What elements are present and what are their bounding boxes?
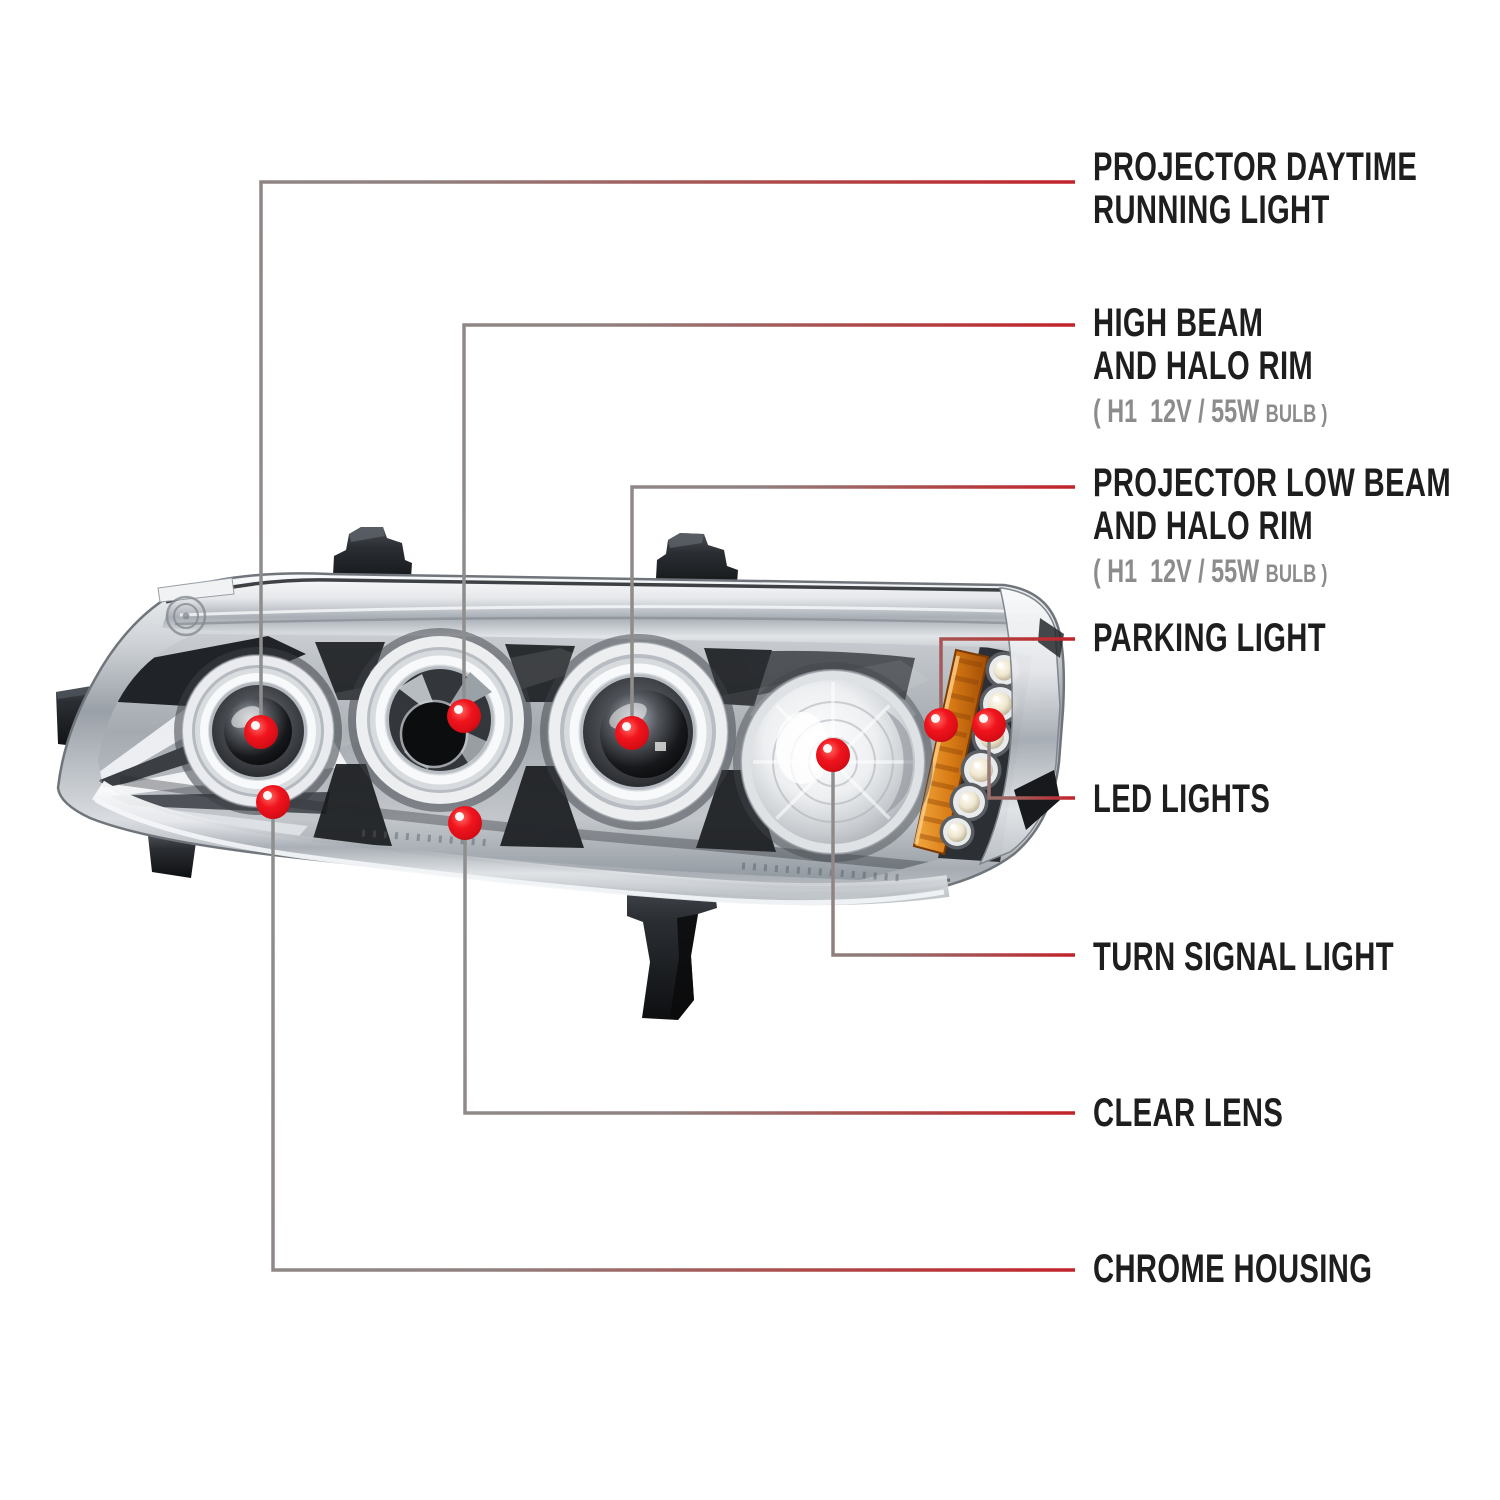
callout-dot-projector-low-beam: [615, 716, 649, 750]
callout-dot-led-lights: [972, 708, 1006, 742]
label-line: AND HALO RIM: [1093, 504, 1314, 548]
callout-line-turn-signal-light: [831, 755, 1075, 957]
callout-dot-parking-light: [924, 708, 958, 742]
top-chrome-band: [157, 575, 1055, 652]
right-end-cap: [1014, 770, 1060, 830]
led-bulb: [939, 814, 975, 850]
callout-dots: [244, 699, 1006, 840]
callout-line-led-lights: [987, 725, 1075, 800]
label-led-lights: LED LIGHTS: [1093, 778, 1270, 821]
label-projector-low-beam-and-halo-rim: PROJECTOR LOW BEAM AND HALO RIM ( H1 12V…: [1093, 462, 1451, 598]
label-chrome-housing: CHROME HOUSING: [1093, 1248, 1372, 1291]
label-bulb-spec: ( H1 12V / 55W BULB ): [1093, 393, 1328, 429]
projector-high-beam: [348, 628, 532, 812]
label-line: LED LIGHTS: [1093, 777, 1271, 821]
callout-line-parking-light: [939, 637, 1075, 725]
label-line: PROJECTOR LOW BEAM: [1093, 461, 1452, 505]
label-line: CLEAR LENS: [1093, 1091, 1284, 1135]
label-parking-light: PARKING LIGHT: [1093, 617, 1326, 660]
callout-line-projector-daytime-running-light: [259, 180, 1075, 732]
label-high-beam-and-halo-rim: HIGH BEAM AND HALO RIM ( H1 12V / 55W BU…: [1093, 302, 1328, 438]
led-bulb: [949, 782, 989, 822]
label-projector-daytime-running-light: PROJECTOR DAYTIME RUNNING LIGHT: [1093, 146, 1417, 232]
callout-lines: [259, 180, 1075, 1272]
label-line: RUNNING LIGHT: [1093, 188, 1330, 232]
callout-line-chrome-housing: [271, 802, 1075, 1272]
label-line: AND HALO RIM: [1093, 344, 1314, 388]
label-bulb-spec: ( H1 12V / 55W BULB ): [1093, 553, 1328, 589]
callout-dot-clear-lens: [448, 806, 482, 840]
label-line: PARKING LIGHT: [1093, 616, 1326, 660]
label-clear-lens: CLEAR LENS: [1093, 1092, 1283, 1135]
callout-line-clear-lens: [463, 823, 1075, 1115]
halo-ring: [569, 663, 707, 801]
callout-dot-high-beam: [447, 699, 481, 733]
callout-dot-chrome-housing: [256, 785, 290, 819]
label-turn-signal-light: TURN SIGNAL LIGHT: [1093, 936, 1394, 979]
callout-dot-turn-signal-light: [816, 738, 850, 772]
turn-signal-amber-reflector: [912, 648, 990, 856]
callout-line-high-beam: [462, 323, 1075, 716]
callout-line-projector-low-beam: [630, 485, 1075, 733]
mounting-bracket-bottom: [627, 876, 717, 1020]
label-line: TURN SIGNAL LIGHT: [1093, 935, 1394, 979]
mounting-tab-bottom-left: [148, 836, 196, 878]
label-line: CHROME HOUSING: [1093, 1247, 1373, 1291]
label-line: HIGH BEAM: [1093, 301, 1264, 345]
embossed-circle-detail: [165, 595, 207, 637]
halo-ring: [200, 673, 316, 789]
halo-ring: [375, 655, 505, 785]
callout-dot-projector-daytime-running-light: [244, 715, 278, 749]
label-line: PROJECTOR DAYTIME: [1093, 145, 1418, 189]
